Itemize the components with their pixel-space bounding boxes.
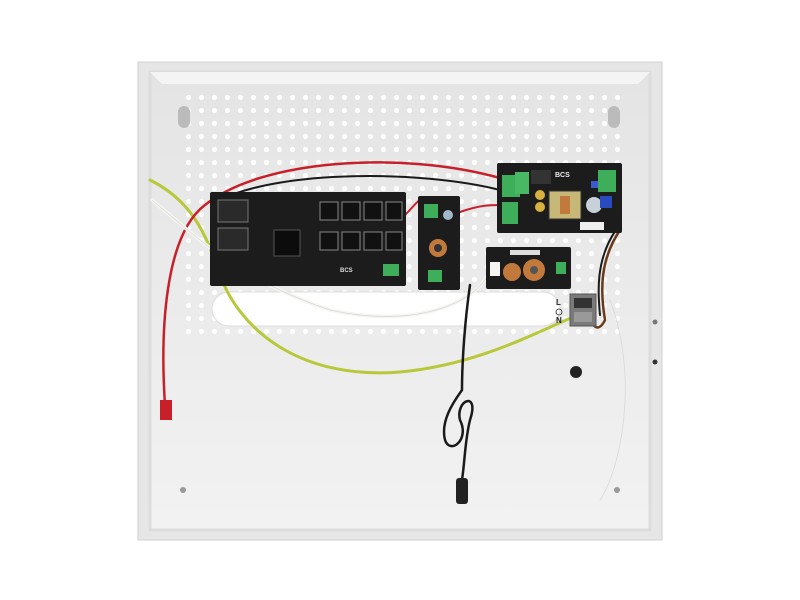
board-logo: BCS xyxy=(340,268,353,274)
board-logo: BCS xyxy=(555,172,570,179)
terminal-label-l: L xyxy=(556,298,561,307)
cable-grommet xyxy=(570,366,582,378)
mains-terminal-block xyxy=(569,293,597,327)
keyhole-right xyxy=(608,106,620,128)
dc-plug xyxy=(456,478,468,504)
dc-converter-board xyxy=(418,196,460,290)
network-switch-board: BCS xyxy=(210,192,406,286)
power-supply-board: BCS xyxy=(497,163,622,233)
terminal-label-n: N xyxy=(556,316,562,325)
cable-slot xyxy=(211,291,561,327)
keyhole-left xyxy=(178,106,190,128)
ground-symbol-icon xyxy=(555,308,563,316)
filter-board xyxy=(486,247,571,289)
